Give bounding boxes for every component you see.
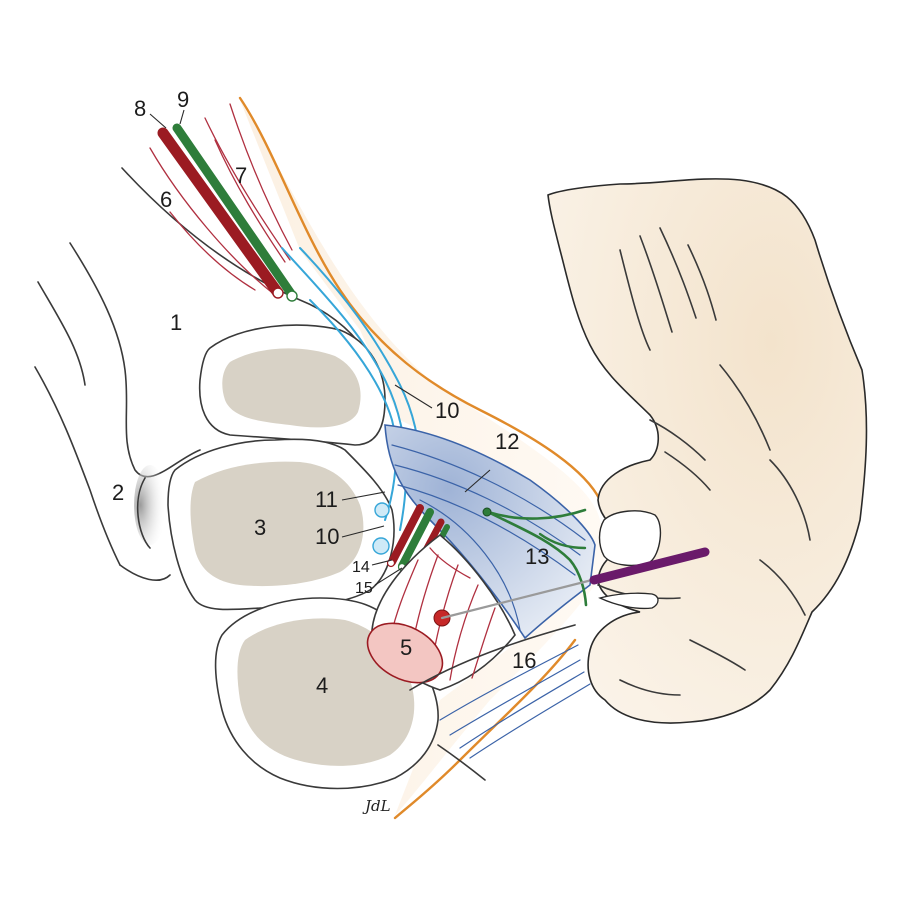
label-14: 14 <box>352 559 370 576</box>
abductor-fascia <box>409 624 591 781</box>
skin-outline <box>238 96 602 502</box>
label-16: 16 <box>512 648 536 673</box>
label-9: 9 <box>177 87 189 112</box>
upper-neurovascular-bundle <box>149 103 298 302</box>
label-3: 3 <box>254 515 266 540</box>
calcaneal-nerve-branches <box>482 507 588 607</box>
label-1: 1 <box>170 310 182 335</box>
label-5: 5 <box>400 635 412 660</box>
fibula-malleolus <box>119 465 171 581</box>
skin-outline-lower <box>393 638 577 820</box>
label-13: 13 <box>525 544 549 569</box>
label-4: 4 <box>316 673 328 698</box>
label-6: 6 <box>160 187 172 212</box>
talus-body <box>167 438 395 611</box>
label-11: 11 <box>315 487 338 512</box>
hand <box>547 178 868 724</box>
flexor-tendon <box>366 533 516 691</box>
label-8: 8 <box>134 96 146 121</box>
label-7: 7 <box>235 163 247 188</box>
label-15: 15 <box>355 580 373 597</box>
label-2: 2 <box>112 480 124 505</box>
talus-dome <box>198 324 386 446</box>
artist-signature: JdL <box>362 797 391 815</box>
label-12: 12 <box>495 429 519 454</box>
label-10a: 10 <box>435 398 459 423</box>
leader-lines <box>149 109 491 586</box>
tibia <box>34 167 366 566</box>
label-10b: 10 <box>315 524 339 549</box>
needle <box>440 547 710 620</box>
